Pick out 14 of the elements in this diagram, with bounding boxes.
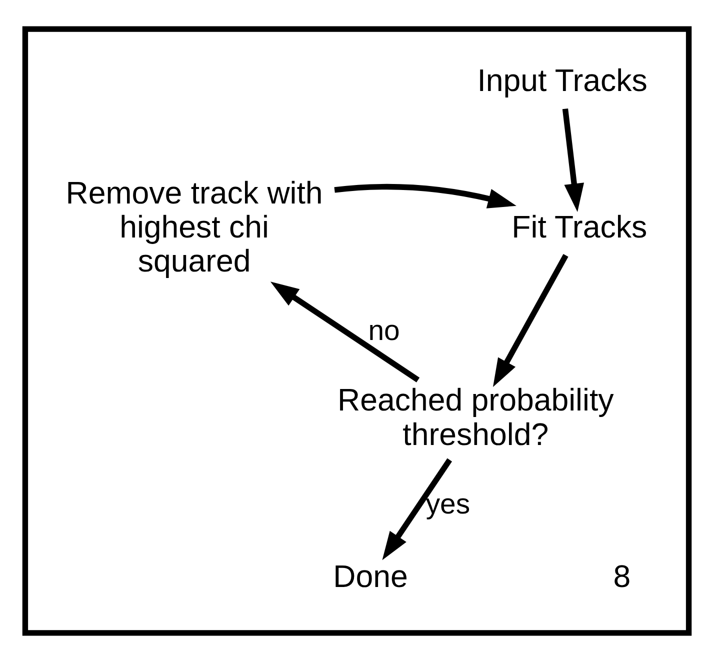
node-text: Reached probability threshold? — [338, 382, 614, 452]
node-text: Done — [333, 558, 408, 594]
cluster — [22, 26, 692, 636]
arrow — [562, 108, 584, 212]
arrow — [334, 184, 516, 208]
node-text: Input Tracks — [477, 63, 648, 98]
label: 8 — [613, 558, 631, 594]
arrow — [382, 458, 452, 560]
edge-label: no — [368, 315, 400, 348]
node-text: Fit Tracks — [512, 209, 648, 244]
edge-label: yes — [426, 488, 470, 521]
arrow — [270, 282, 420, 382]
arrow — [492, 254, 568, 388]
node-text: Remove track with highest chi squared — [66, 175, 323, 278]
